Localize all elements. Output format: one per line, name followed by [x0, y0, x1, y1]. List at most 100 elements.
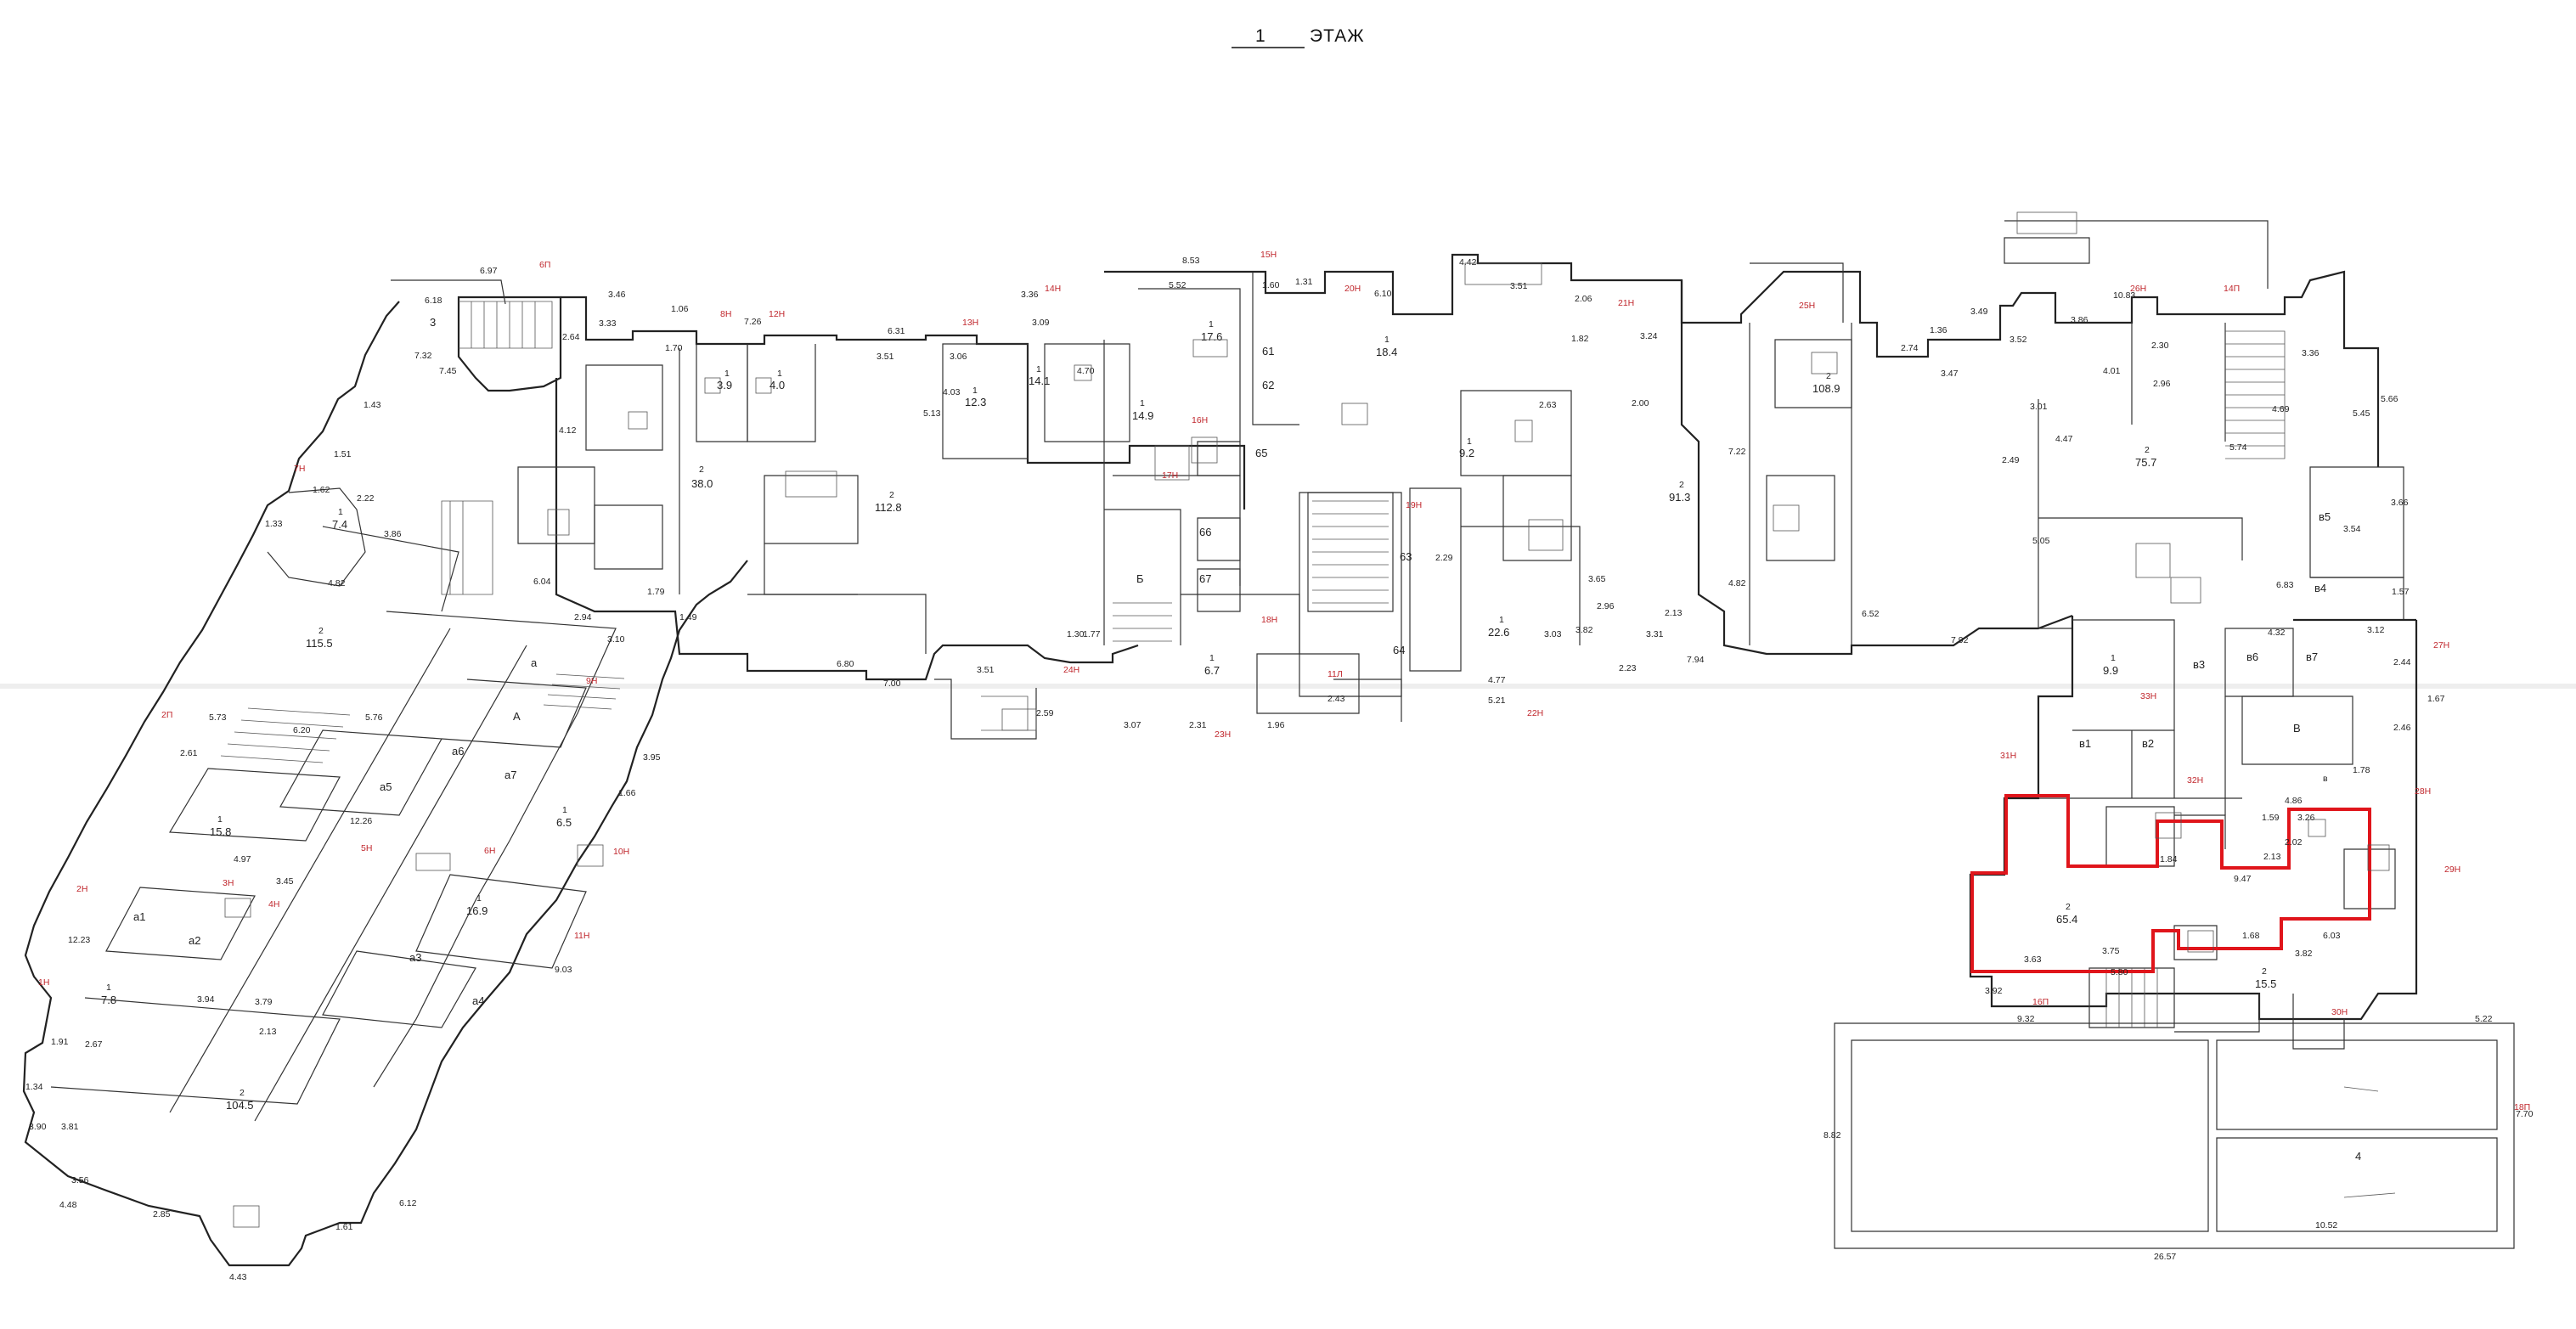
dimension: 5.22	[2475, 1014, 2493, 1024]
dimension: 3.07	[1124, 720, 1141, 730]
dimension: 2.85	[153, 1209, 171, 1219]
dimension: 2.44	[2393, 657, 2411, 667]
dimension: 3.10	[607, 634, 625, 645]
room-number: 2	[2145, 445, 2150, 455]
room-number: 1	[1384, 335, 1389, 345]
section-label: 1Н	[38, 977, 49, 988]
section-label: 4Н	[268, 899, 279, 909]
room-number: 2	[1679, 480, 1684, 490]
room-number: 1	[1140, 398, 1145, 408]
south-east-wing	[1834, 616, 2515, 1249]
room-code: а5	[380, 780, 392, 793]
room-number: 2	[318, 626, 324, 636]
dimension: 2.74	[1901, 343, 1919, 353]
room-code: в1	[2079, 737, 2091, 750]
room-area: 65.4	[2056, 913, 2077, 926]
dimension-labels: 6.97 3.46 6.18 7.32 7.45 2.64 3.33 1.06 …	[25, 256, 2534, 1282]
section-label: 25Н	[1799, 301, 1815, 311]
dimension: 3.52	[2010, 335, 2027, 345]
dimension: 2.13	[259, 1027, 277, 1037]
room-number: 3	[430, 316, 436, 329]
dimension: 1.43	[364, 400, 381, 410]
dimension: 4.01	[2103, 366, 2121, 376]
room-number: 2	[889, 490, 894, 500]
room-code: а1	[133, 910, 145, 923]
room-code: Б	[1136, 572, 1144, 585]
section-label: 12Н	[769, 309, 785, 319]
section-label: 8Н	[720, 309, 731, 319]
room-code: а3	[409, 951, 421, 964]
room-code: А	[513, 710, 521, 723]
dimension: 7.22	[1728, 447, 1746, 457]
section-label: 23Н	[1215, 729, 1231, 740]
dimension: 3.26	[2297, 813, 2315, 823]
dimension: 1.33	[265, 519, 283, 529]
dimension: 2.94	[574, 612, 592, 622]
room-area: 14.1	[1029, 374, 1050, 387]
dimension: 2.31	[1189, 720, 1207, 730]
dimension: 2.30	[2151, 341, 2169, 351]
dimension: 8.82	[1823, 1130, 1841, 1140]
room-number: 1	[338, 507, 343, 517]
section-label: 21Н	[1618, 298, 1634, 308]
dimension: 2.29	[1435, 553, 1453, 563]
room-area: 112.8	[875, 501, 902, 514]
section-label: 30Н	[2331, 1007, 2348, 1017]
dimension: 5.05	[2032, 536, 2050, 546]
dimension: 3.31	[1646, 629, 1664, 639]
dimension: 3.09	[1032, 318, 1050, 328]
dimension: 1.06	[671, 304, 689, 314]
dimension: 3.63	[2024, 955, 2042, 965]
dimension: 4.70	[1077, 366, 1095, 376]
dimension: 4.42	[1459, 257, 1477, 267]
section-label: 29Н	[2444, 864, 2460, 875]
room-labels: 3 2 38.0 1 3.9 1 4.0 2 112.8 1 12.3 1 14…	[101, 316, 2361, 1163]
letter-labels: а5 а6 а7 а1 а2 а3 а4 А а Б 66 67 63 64 в…	[133, 510, 2331, 1007]
dimension: 6.80	[837, 659, 854, 669]
dimension: 3.90	[29, 1122, 47, 1132]
dimension: 3.36	[1021, 290, 1039, 300]
room-number: 1	[1036, 364, 1041, 374]
dimension: 4.82	[328, 578, 346, 588]
fixtures	[224, 211, 2390, 1228]
room-number: 1	[217, 814, 223, 825]
section-label: 10Н	[613, 847, 629, 857]
dimension: 9.03	[555, 965, 572, 975]
dimension: 5.76	[365, 712, 383, 723]
dimension: 4.48	[59, 1200, 77, 1210]
north-west-block	[441, 288, 1246, 681]
dimension: 1.82	[1571, 334, 1589, 344]
dimension: 6.97	[480, 266, 498, 276]
room-area: 91.3	[1669, 491, 1690, 504]
section-label: 16П	[2032, 997, 2049, 1007]
room-number: 61	[1262, 345, 1274, 358]
dimension: 7.94	[1687, 655, 1705, 665]
dimension: 6.04	[533, 577, 551, 587]
dimension: 3.54	[2343, 524, 2361, 534]
dimension: 7.70	[2516, 1109, 2534, 1119]
section-label: 6Н	[484, 846, 495, 856]
room-area: 75.7	[2135, 456, 2156, 469]
section-label: 11Л	[1327, 669, 1343, 679]
dimension: 2.13	[1665, 608, 1683, 618]
dimension: 10.52	[2315, 1220, 2337, 1230]
room-area: 115.5	[306, 637, 333, 650]
dimension: 4.32	[2268, 628, 2286, 638]
room-area: 16.9	[466, 904, 488, 917]
dimension: 2.96	[1597, 601, 1615, 611]
dimension: 3.82	[2295, 949, 2313, 959]
room-number: 1	[1209, 319, 1214, 329]
room-area: 4.0	[769, 379, 785, 391]
room-code: 67	[1199, 572, 1211, 585]
dimension: 1.51	[334, 449, 352, 459]
room-code: в2	[2142, 737, 2154, 750]
section-label: 18П	[2514, 1102, 2530, 1112]
dimension: 5.13	[923, 408, 941, 419]
dimension: 4.03	[943, 387, 961, 397]
dimension: 5.52	[1169, 280, 1187, 290]
section-label: 20Н	[1344, 284, 1361, 294]
dimension: 1.96	[1267, 720, 1285, 730]
dimension: 3.01	[2030, 402, 2048, 412]
dimension: 3.06	[950, 352, 967, 362]
